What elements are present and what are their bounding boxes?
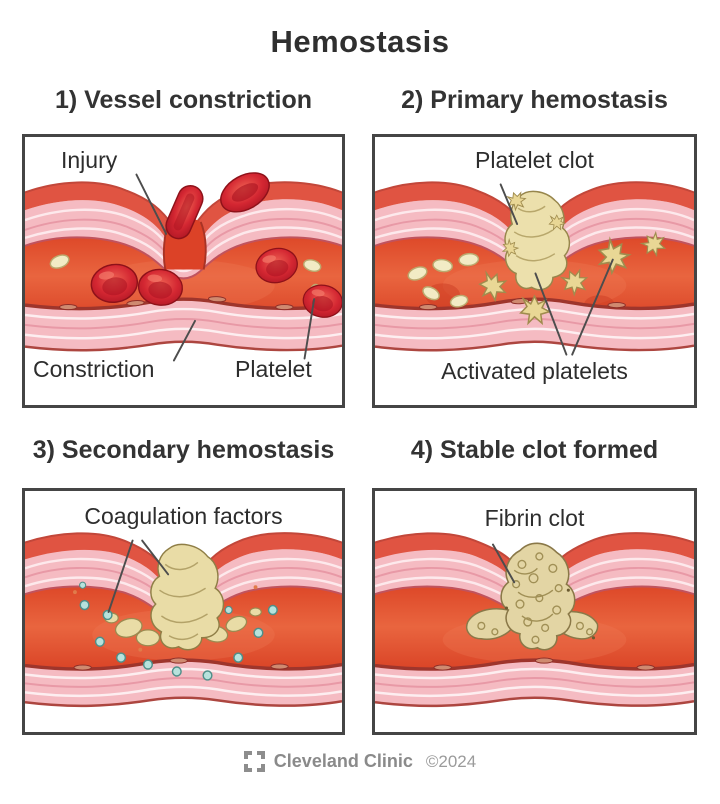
copyright-text: ©2024 [425,751,477,771]
footer: Cleveland Clinic ©2024 [0,751,720,772]
primary-hemostasis-illustration [375,181,694,356]
panel-vessel-constriction: Injury Constriction Platelet [22,134,345,408]
coagulation-factors-label: Coagulation factors [84,503,283,529]
panel-1-heading: 1) Vessel constriction [54,86,313,114]
platelet-clot-label: Platelet clot [475,147,594,173]
secondary-hemostasis-illustration [25,532,342,708]
page-title: Hemostasis [270,24,450,59]
activated-platelets-label: Activated platelets [441,358,628,384]
panel-primary-hemostasis: Platelet clot Activated platelets [372,134,697,408]
fibrin-clot-label: Fibrin clot [484,505,585,531]
panel-4-heading: 4) Stable clot formed [410,436,659,464]
brand-name: Cleveland Clinic [273,751,413,771]
panel-stable-clot: Fibrin clot [372,488,697,735]
panel-2-heading: 2) Primary hemostasis [401,86,668,114]
cleveland-clinic-logo-icon [243,751,265,772]
injury-label: Injury [61,147,118,173]
stable-clot-illustration [375,532,694,708]
platelet-label: Platelet [235,356,312,382]
constriction-label: Constriction [33,356,155,382]
panel-3-heading: 3) Secondary hemostasis [32,436,335,464]
panel-secondary-hemostasis: Coagulation factors [22,488,345,735]
vessel-constriction-illustration [25,172,342,362]
